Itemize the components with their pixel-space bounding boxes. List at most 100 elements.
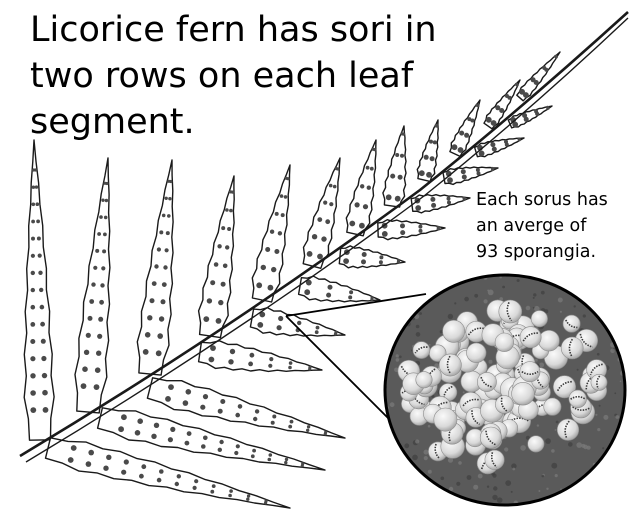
sorus-dot [216,318,222,324]
sorus-dot [328,285,333,290]
sporangium [416,372,432,388]
sorus-dot [390,174,395,179]
sorus-dot [363,204,368,209]
sorus-dot [210,280,215,285]
sorus-dot [252,449,256,453]
sorus-dot [159,469,164,474]
sorus-dot [272,415,276,419]
sorus-dot [151,434,156,439]
sorus-dot [35,185,38,188]
sorus-dot [285,177,288,180]
pinna [443,167,498,185]
sorus-dot [225,245,229,249]
sorus-dot [429,140,433,144]
sorus-dot [157,247,161,251]
sorus-dot [183,400,189,406]
sorus-dot [251,454,255,458]
sorus-dot [89,299,94,304]
sorus-dot [343,258,349,264]
sorus-dot [102,249,106,253]
pinna [250,308,345,336]
sorus-dot [277,325,282,330]
sorus-dot [121,414,127,420]
sorus-dot [335,167,338,170]
sorus-dot [386,194,392,200]
sorus-photo [383,273,626,506]
sporangium [531,311,547,327]
pinna [339,246,405,268]
sorus-dot [103,182,106,185]
sorus-dot [31,305,36,310]
sorus-dot [40,305,45,310]
sorus-dot [329,202,333,206]
sorus-dot [94,384,100,390]
sorus-dot [274,249,279,254]
sorus-dot [88,450,94,456]
sorus-dot [495,105,500,110]
sorus-dot [84,350,89,355]
sorus-dot [42,373,47,378]
pinna [24,140,54,440]
sporangium [512,382,535,405]
sorus-dot [515,83,518,86]
sorus-dot [30,356,35,361]
sorus-dot [247,494,250,497]
sorus-dot [430,197,435,202]
sorus-dot [93,266,97,270]
sorus-dot [316,326,320,330]
sorus-dot [30,373,35,378]
sorus-dot [285,458,288,461]
sorus-dot [68,457,74,463]
sporangium [495,333,514,352]
sorus-dot [418,225,422,229]
sorus-dot [96,351,101,356]
sorus-dot [42,390,48,396]
sorus-dot [359,223,365,229]
sorus-dot [329,184,333,188]
sorus-dot [168,437,173,442]
sorus-dot [312,234,317,239]
sorus-dot [38,271,42,275]
sorus-dot [333,185,337,189]
sorus-dot [467,117,471,121]
sorus-dot [235,413,240,418]
sorus-dot [490,142,495,147]
sorus-dot [177,474,181,478]
sorus-dot [431,203,436,208]
sorus-dot [361,259,366,264]
sorus-dot [321,236,326,241]
sorus-dot [257,322,263,328]
pinna [383,126,406,207]
sorus-dot [31,237,35,241]
sporangium [434,408,457,431]
sorus-dot [542,66,546,70]
sporangium [485,450,504,469]
sorus-dot [250,353,255,358]
sorus-dot [554,55,557,58]
sporangium [443,320,465,342]
sorus-dot [121,470,126,475]
sorus-dot [317,254,323,260]
sorus-dot [229,190,232,193]
sorus-dot [137,418,143,424]
sorus-dot [32,186,35,189]
sorus-dot [95,249,99,253]
sorus-dot [157,478,162,483]
sorus-dot [31,271,35,275]
sorus-dot [415,205,421,211]
sorus-dot [401,132,404,135]
sorus-dot [236,444,240,448]
sorus-dot [400,154,404,158]
sorus-dot [157,333,163,339]
sorus-dot [379,255,383,259]
sorus-dot [230,349,235,354]
sorus-dot [41,356,46,361]
sorus-dot [37,237,41,241]
sorus-dot [317,217,322,222]
sorus-dot [464,133,469,138]
sporangium [495,396,513,414]
callout-line-1: Each sorus has [476,192,608,210]
sorus-dot [367,186,371,190]
sorus-dot [462,175,467,180]
sorus-dot [145,332,151,338]
